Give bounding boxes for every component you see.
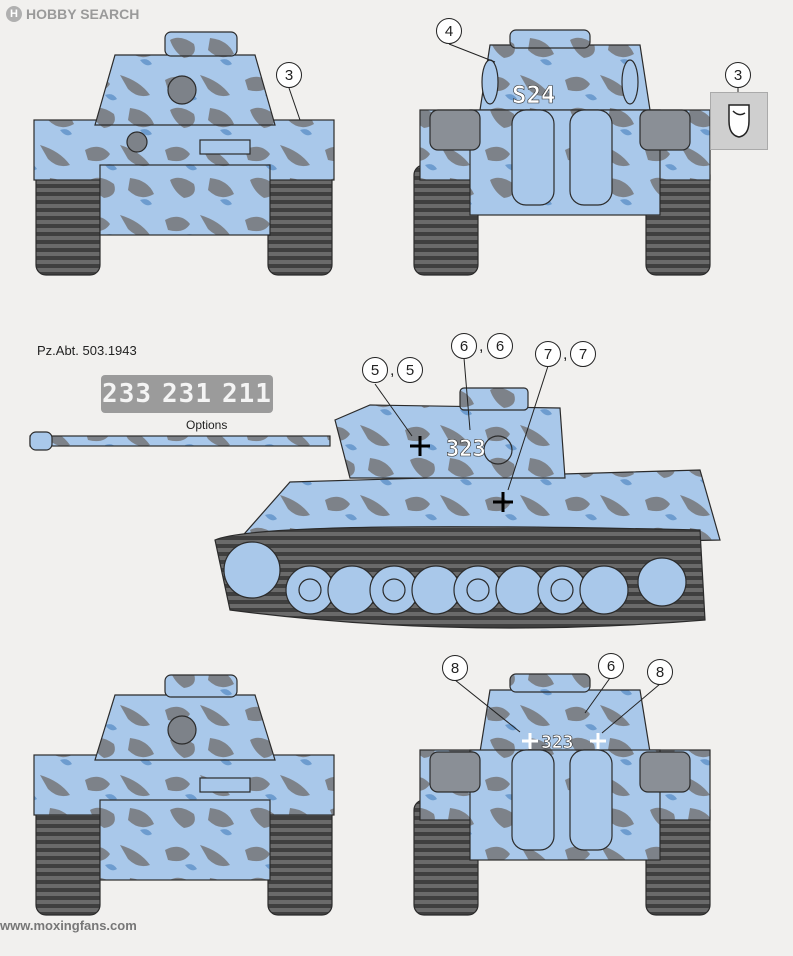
rear-tactical-number: S24 bbox=[512, 81, 555, 109]
turret-number-options: 233 231 211 bbox=[101, 375, 273, 413]
rear-view-top bbox=[413, 29, 711, 276]
callout-3-front: 3 bbox=[276, 62, 302, 88]
callout-separator: , bbox=[479, 338, 484, 355]
unit-emblem-icon bbox=[728, 104, 750, 138]
balkenkreuz-rear-left-icon bbox=[522, 733, 538, 749]
callout-5-alt: 5 bbox=[397, 357, 423, 383]
callout-separator: , bbox=[390, 362, 395, 379]
balkenkreuz-turret-icon bbox=[410, 436, 430, 456]
watermark: www.moxingfans.com bbox=[0, 918, 137, 933]
rear-view-bottom bbox=[413, 673, 711, 916]
callout-6-rear: 6 bbox=[598, 653, 624, 679]
brand-mark-icon: H bbox=[6, 6, 22, 22]
side-view bbox=[29, 387, 721, 629]
turret-tactical-number: 323 bbox=[446, 437, 486, 462]
callout-separator: , bbox=[563, 346, 568, 363]
option-number: 233 bbox=[102, 379, 153, 409]
unit-label: Pz.Abt. 503.1943 bbox=[37, 343, 137, 358]
callout-8-right: 8 bbox=[647, 659, 673, 685]
brand-name: HOBBY SEARCH bbox=[26, 6, 140, 22]
site-logo[interactable]: H HOBBY SEARCH bbox=[6, 6, 139, 22]
callout-8-left: 8 bbox=[442, 655, 468, 681]
options-label: Options bbox=[186, 418, 228, 432]
callout-6-alt: 6 bbox=[487, 333, 513, 359]
callout-3-insignia: 3 bbox=[725, 62, 751, 88]
callout-7-alt: 7 bbox=[570, 341, 596, 367]
leader-lines bbox=[288, 43, 739, 734]
rear-bottom-tactical-number: 323 bbox=[541, 732, 574, 753]
option-number: 211 bbox=[221, 379, 272, 409]
balkenkreuz-rear-right-icon bbox=[590, 733, 606, 749]
balkenkreuz-hull-icon bbox=[493, 492, 513, 512]
callout-5: 5 bbox=[362, 357, 388, 383]
option-number: 231 bbox=[162, 379, 212, 409]
front-view-top bbox=[33, 31, 335, 276]
callout-6: 6 bbox=[451, 333, 477, 359]
front-view-bottom bbox=[33, 674, 335, 916]
unit-insignia-decal bbox=[710, 92, 768, 150]
callout-7: 7 bbox=[535, 341, 561, 367]
callout-4: 4 bbox=[436, 18, 462, 44]
